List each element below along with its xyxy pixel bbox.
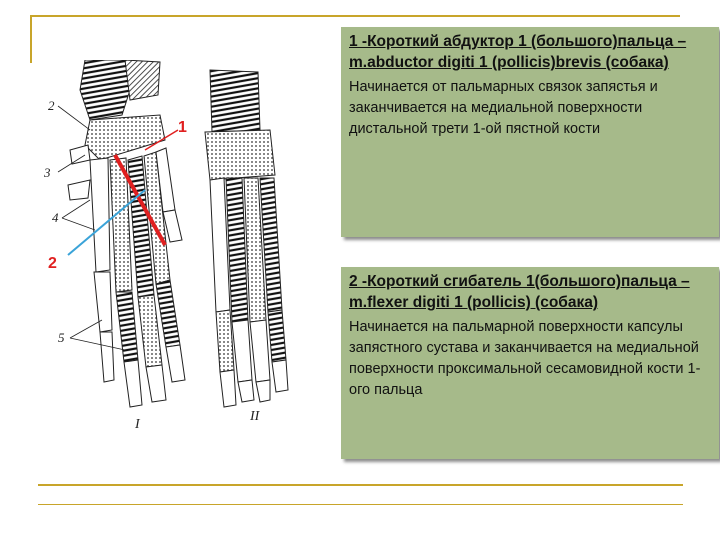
flexor-description: Начинается на пальмарной поверхности кап… xyxy=(349,319,701,398)
right-paw xyxy=(204,69,289,408)
flexor-description-box: 2 -Короткий сгибатель 1(большого)пальца … xyxy=(341,267,719,459)
marker-red-1: 1 xyxy=(178,119,187,136)
anatomy-figure: 2 3 4 5 1 2 I II xyxy=(30,59,330,440)
marker-5: 5 xyxy=(58,330,65,345)
frame-bottom-line xyxy=(38,484,683,486)
flexor-title: 2 -Короткий сгибатель 1(большого)пальца … xyxy=(349,273,690,311)
frame-top-line xyxy=(30,15,680,17)
frame-left-line xyxy=(30,15,32,63)
marker-4: 4 xyxy=(52,210,59,225)
marker-2: 2 xyxy=(48,98,55,113)
leader-lines xyxy=(57,105,126,351)
paw-skeleton-illustration: 2 3 4 5 1 2 I II xyxy=(43,59,289,432)
abductor-description-box: 1 -Короткий абдуктор 1 (большого)пальца … xyxy=(341,27,719,237)
frame-bottom-line-2 xyxy=(38,504,683,505)
abductor-description: Начинается от пальмарных связок запястья… xyxy=(349,79,658,137)
red-label-tick xyxy=(144,129,179,151)
caption-left: I xyxy=(134,417,141,432)
caption-right: II xyxy=(249,409,261,424)
left-paw xyxy=(67,59,186,408)
marker-blue-2: 2 xyxy=(48,255,57,272)
abductor-title: 1 -Короткий абдуктор 1 (большого)пальца … xyxy=(349,33,687,71)
flexor-blue-line xyxy=(67,189,146,256)
marker-3: 3 xyxy=(43,165,51,180)
abductor-red-line xyxy=(113,154,167,246)
